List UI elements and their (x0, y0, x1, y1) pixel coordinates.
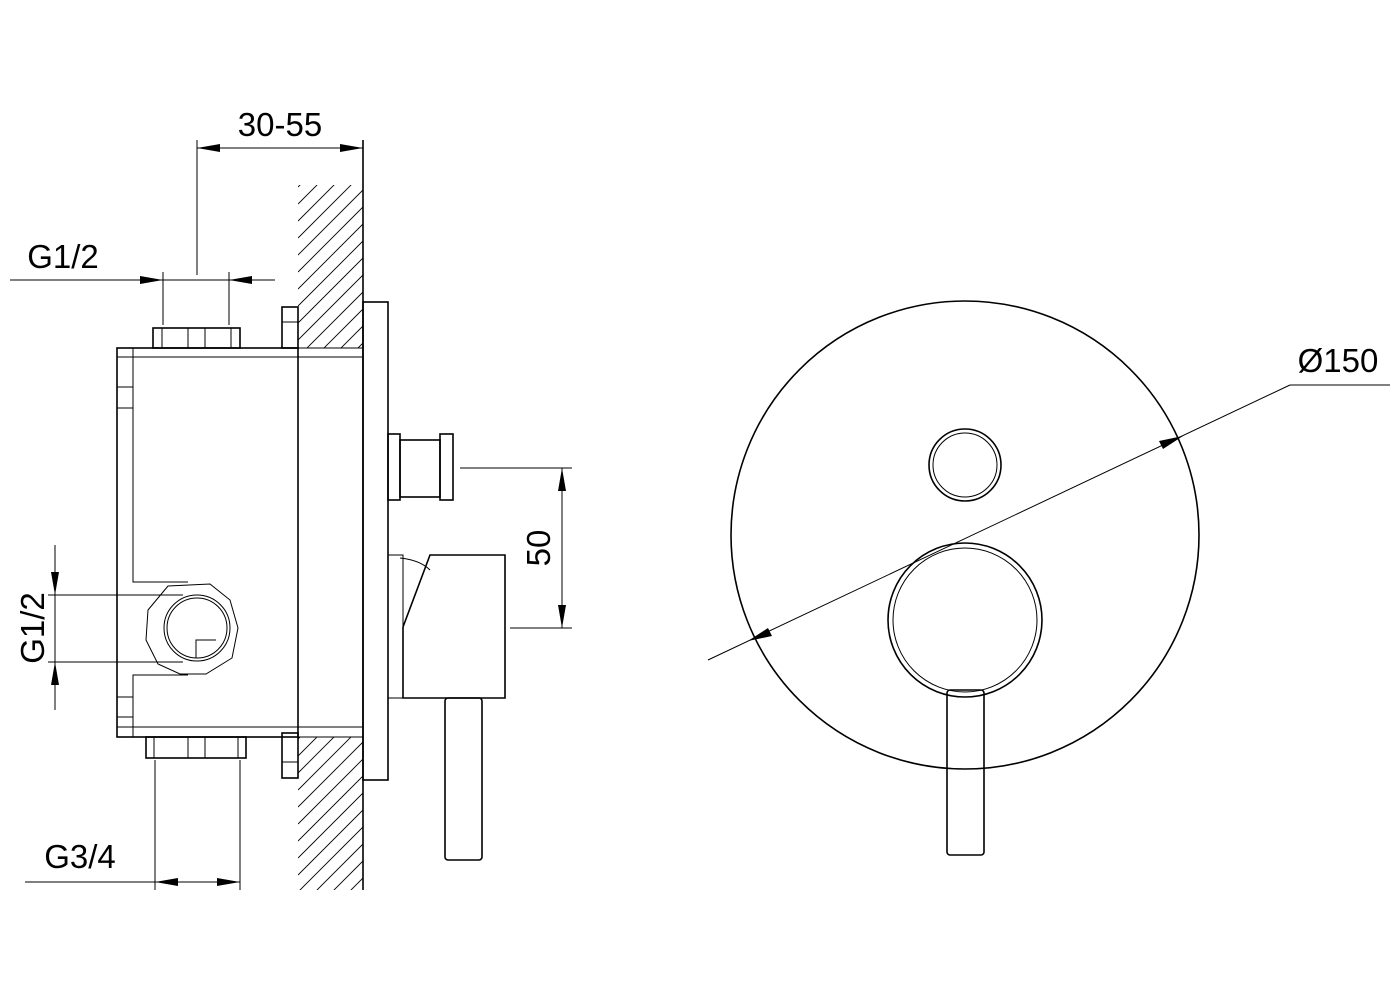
hatch-line (323, 308, 363, 348)
hatch-line (298, 741, 363, 808)
top-inlet-label: G1/2 (27, 238, 99, 275)
hatch-line (333, 860, 363, 890)
hatch-line (298, 394, 363, 459)
valve-body (116, 306, 363, 779)
hatch-line (306, 291, 363, 348)
handle-profile (387, 554, 506, 861)
hatch-line (298, 737, 335, 774)
hatch-line (298, 223, 363, 290)
side-inlet-port (145, 583, 239, 675)
hatch-line (298, 929, 363, 994)
outlet-nut (145, 736, 247, 759)
side-view (116, 140, 506, 1000)
dimension-diameter: Ø150 (707, 342, 1390, 661)
dimension-depth: 30-55 (196, 106, 363, 275)
handle-knob (887, 542, 1043, 698)
spacing-label: 50 (520, 530, 557, 567)
hatch-line (298, 775, 363, 842)
side-inlet-label: G1/2 (14, 592, 51, 664)
hatch-line (298, 737, 352, 791)
hatch-line (298, 185, 318, 205)
dimension-outlet: G3/4 (25, 760, 241, 890)
hatch-line (298, 946, 363, 1000)
hatch-line (298, 792, 363, 859)
hatch-line (298, 257, 363, 324)
hatch-line (298, 912, 363, 977)
hatch-line (298, 185, 352, 239)
hatch-line (298, 657, 363, 722)
hatch-line (298, 377, 363, 442)
hatch-line (298, 758, 363, 825)
diverter-button (928, 428, 1002, 502)
hatch-line (299, 826, 363, 890)
hatch-line (357, 342, 363, 348)
depth-label: 30-55 (238, 106, 322, 143)
hatch-line (298, 206, 363, 273)
hatch-line (298, 360, 363, 425)
top-inlet-nut (152, 327, 241, 349)
outlet-label: G3/4 (44, 838, 116, 875)
hatch-line (298, 185, 335, 222)
hatch-line (298, 809, 363, 876)
hatch-line (316, 843, 363, 890)
hatch-line (298, 274, 363, 341)
dimension-side-inlet: G1/2 (14, 545, 183, 710)
wall-hatch (298, 140, 364, 1000)
wall-plate-profile (362, 301, 389, 781)
hatch-line (298, 737, 318, 757)
hatch-line (298, 189, 363, 256)
diverter-button-profile (387, 433, 454, 501)
hatch-line (298, 895, 363, 960)
hatch-line (298, 240, 363, 307)
dimension-top-inlet: G1/2 (10, 238, 275, 325)
front-view: Ø150 (707, 300, 1390, 856)
hatch-line (298, 411, 363, 476)
diameter-label: Ø150 (1298, 342, 1379, 379)
dimension-spacing: 50 (460, 467, 572, 629)
wall-plate (730, 300, 1200, 770)
hatch-line (298, 963, 363, 1000)
hatch-line (298, 737, 301, 740)
handle-lever (946, 689, 985, 856)
hatch-line (350, 877, 363, 890)
hatch-line (340, 325, 363, 348)
